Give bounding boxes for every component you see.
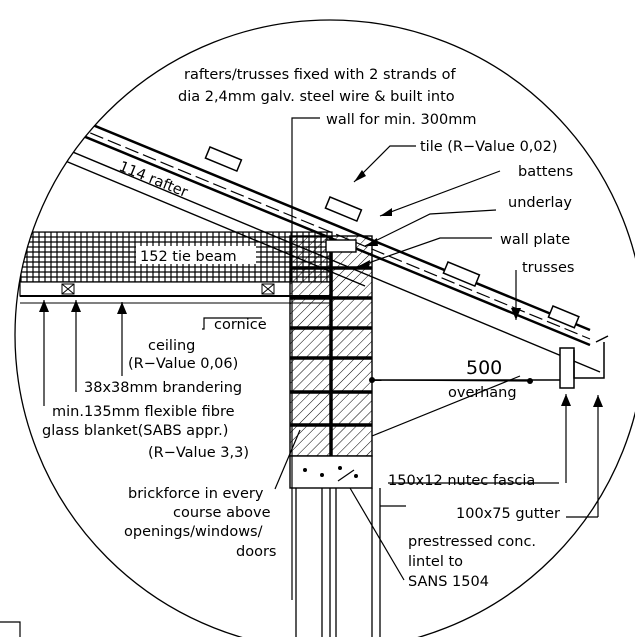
ceiling-rvalue: (R−Value 0,06) — [128, 356, 238, 372]
overhang-value: 500 — [466, 357, 502, 379]
lintel-line3: SANS 1504 — [408, 574, 489, 590]
brickforce-line4: doors — [236, 544, 276, 560]
detail-circle — [14, 19, 635, 642]
rafters-note-line1: rafters/trusses fixed with 2 strands of — [184, 67, 456, 83]
rafters-note-line2: dia 2,4mm galv. steel wire & built into — [178, 89, 455, 105]
wall-plate-label: wall plate — [500, 232, 570, 248]
frame-corner — [0, 621, 21, 637]
blanket-rvalue: (R−Value 3,3) — [148, 445, 249, 461]
tie-beam-mask — [136, 246, 256, 264]
arrowheads — [39, 170, 603, 407]
trusses-label: trusses — [522, 260, 574, 276]
brickforce-line3: openings/windows/ — [124, 524, 263, 540]
cornice-label: cornice — [214, 317, 267, 333]
fascia-label: 150x12 nutec fascia — [388, 473, 535, 489]
overhang-label: overhang — [448, 385, 517, 401]
tile-label: tile (R−Value 0,02) — [420, 139, 558, 155]
blanket-line1: min.135mm flexible fibre — [52, 404, 235, 420]
tie-beam-insulation — [19, 231, 333, 304]
brick-wall — [289, 235, 381, 637]
brickforce-line1: brickforce in every — [128, 486, 264, 502]
gutter-label: 100x75 gutter — [456, 506, 560, 522]
lintel-line1: prestressed conc. — [408, 534, 536, 550]
leader-lines — [43, 117, 599, 600]
tie-beam-label: 152 tie beam — [140, 249, 237, 265]
brandering-label: 38x38mm brandering — [84, 380, 242, 396]
battens-label: battens — [518, 164, 573, 180]
brickforce-line2: course above — [173, 505, 271, 521]
lintel-line2: lintel to — [408, 554, 463, 570]
leader-lines-2 — [274, 429, 598, 581]
ceiling-label: ceiling — [148, 338, 195, 354]
rafters-note-line3: wall for min. 300mm — [326, 112, 476, 128]
roof-tiles — [19, 93, 591, 347]
underlay-label: underlay — [508, 195, 572, 211]
blanket-line2: glass blanket(SABS appr.) — [42, 423, 228, 439]
